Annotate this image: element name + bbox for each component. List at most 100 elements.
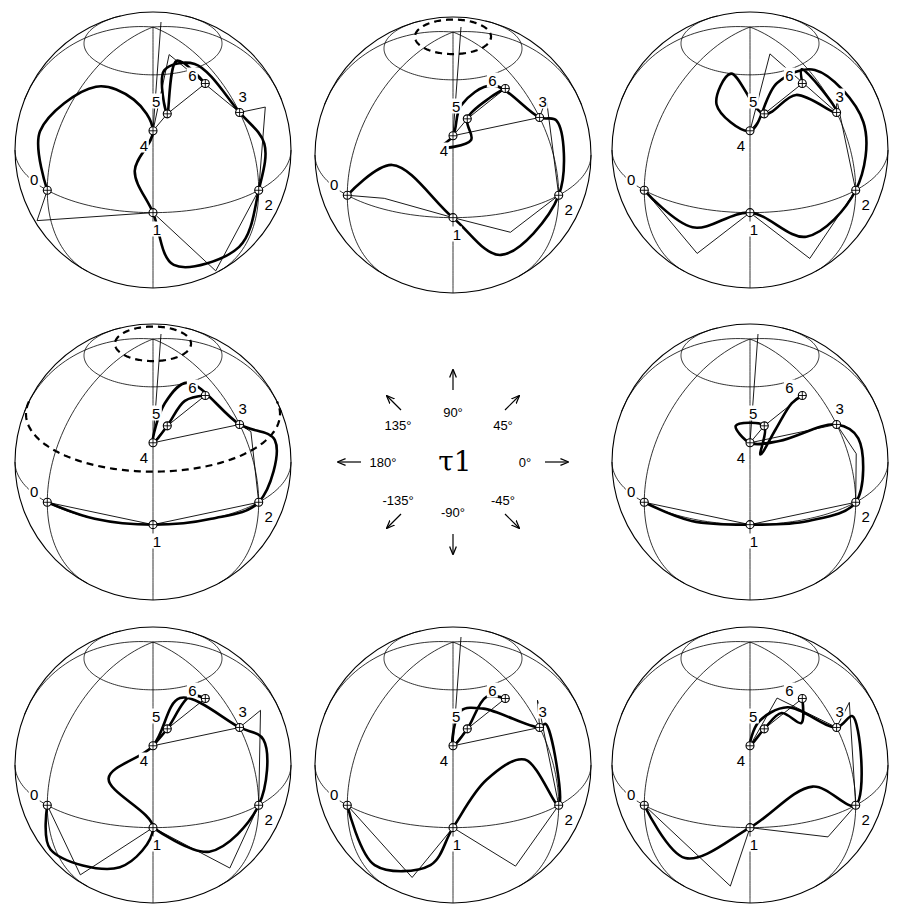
grid-line	[153, 642, 154, 903]
point-cross	[463, 115, 471, 123]
sphere	[315, 627, 591, 903]
grid-line	[750, 27, 751, 288]
point-circle	[149, 439, 157, 447]
sphere-outline	[15, 627, 291, 903]
point-number: 3	[237, 704, 247, 719]
point-circle	[236, 108, 244, 116]
point-cross	[449, 214, 457, 222]
control-line	[750, 334, 758, 443]
point-circle	[852, 801, 860, 809]
point-circle	[149, 209, 157, 217]
point-marker	[149, 521, 157, 529]
point-circle	[501, 695, 509, 703]
point-circle	[255, 801, 263, 809]
point-cross	[555, 801, 563, 809]
point-number: 3	[237, 401, 247, 416]
point-number: 2	[861, 197, 871, 212]
grid-line	[621, 642, 750, 715]
point-number: 4	[439, 752, 449, 767]
grid-line	[750, 642, 856, 886]
grid-line	[750, 339, 751, 600]
grid-line	[47, 642, 153, 886]
point-circle	[798, 392, 806, 400]
point-circle	[746, 742, 754, 750]
control-polygon	[37, 55, 265, 271]
point-marker	[760, 110, 768, 118]
grid-line	[153, 642, 259, 886]
grid-line	[750, 27, 856, 271]
angle-label: 90°	[442, 406, 464, 419]
point-number: 2	[861, 509, 871, 524]
point-circle	[746, 439, 754, 447]
point-number: 0	[626, 484, 636, 499]
point-number: 4	[736, 752, 746, 767]
point-circle	[760, 725, 768, 733]
point-marker	[449, 824, 457, 832]
point-number: 1	[749, 533, 759, 548]
spline-curve	[46, 698, 268, 869]
point-marker	[149, 824, 157, 832]
point-circle	[149, 742, 157, 750]
point-marker	[463, 725, 471, 733]
point-number: 6	[784, 379, 794, 394]
grid-line	[750, 27, 879, 100]
angle-label: -45°	[490, 494, 516, 507]
point-marker	[201, 392, 209, 400]
point-cross	[746, 127, 754, 135]
point-cross	[463, 725, 471, 733]
point-cross	[43, 186, 51, 194]
grid-line	[750, 642, 879, 715]
point-circle	[833, 108, 841, 116]
grid-line	[453, 32, 454, 293]
point-number: 1	[749, 836, 759, 851]
grid-line	[750, 339, 879, 412]
grid-line	[347, 32, 453, 276]
point-number: 5	[451, 98, 461, 113]
point-cross	[798, 80, 806, 88]
point-marker	[163, 422, 171, 430]
point-number: 4	[139, 449, 149, 464]
point-number: 1	[452, 836, 462, 851]
direction-arrow	[387, 396, 401, 410]
point-cross	[449, 132, 457, 140]
point-cross	[149, 127, 157, 135]
point-circle	[746, 127, 754, 135]
point-cross	[798, 695, 806, 703]
point-circle	[449, 132, 457, 140]
point-circle	[852, 498, 860, 506]
point-cross	[555, 191, 563, 199]
point-cross	[149, 742, 157, 750]
point-marker	[201, 80, 209, 88]
point-marker	[501, 695, 509, 703]
direction-arrow	[545, 461, 568, 462]
point-cross	[449, 742, 457, 750]
point-marker	[852, 801, 860, 809]
point-circle	[163, 725, 171, 733]
point-marker	[746, 742, 754, 750]
point-number: 6	[187, 379, 197, 394]
grid-line	[47, 27, 153, 271]
point-cross	[236, 723, 244, 731]
direction-arrow	[387, 514, 401, 528]
sphere-outline	[612, 627, 888, 903]
sphere-outline	[15, 12, 291, 288]
direction-arrow	[452, 534, 453, 554]
sphere-outline	[315, 17, 591, 293]
point-circle	[236, 420, 244, 428]
point-number: 3	[237, 89, 247, 104]
point-number: 4	[139, 137, 149, 152]
grid-line	[644, 339, 750, 583]
point-cross	[746, 209, 754, 217]
point-circle	[798, 695, 806, 703]
point-number: 0	[626, 172, 636, 187]
point-marker	[555, 801, 563, 809]
point-cross	[640, 801, 648, 809]
point-cross	[746, 521, 754, 529]
spline-curve	[644, 396, 863, 525]
point-marker	[163, 110, 171, 118]
spline-curve	[644, 69, 866, 237]
point-marker	[343, 801, 351, 809]
point-circle	[149, 521, 157, 529]
